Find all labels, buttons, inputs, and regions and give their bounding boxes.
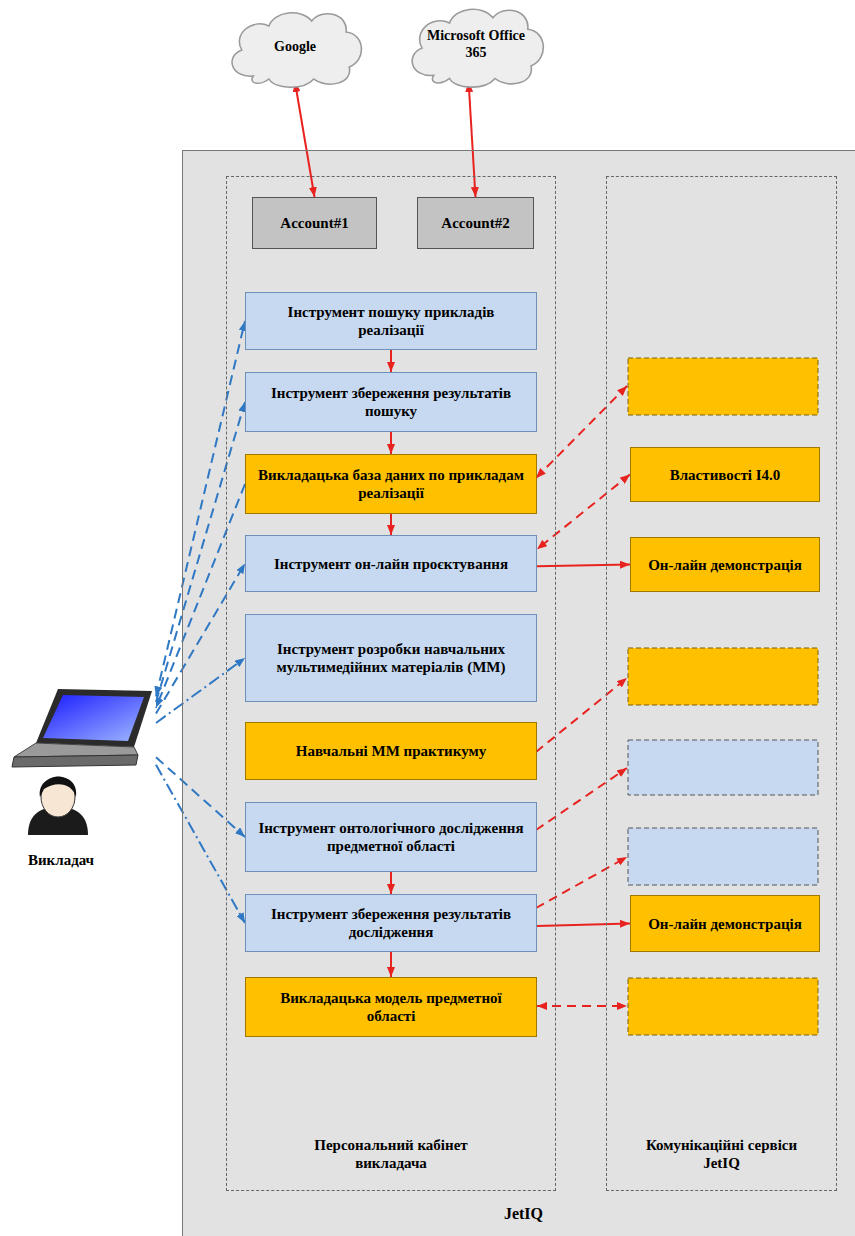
flow-arrow bbox=[537, 565, 630, 567]
box-label: Account#2 bbox=[441, 214, 509, 232]
flow-arrow bbox=[390, 430, 392, 454]
data-box: Викладацька база даних по прикладам реал… bbox=[245, 454, 537, 514]
box-label: Он-лайн демонстрація bbox=[648, 915, 802, 933]
dashed-link bbox=[537, 1005, 627, 1007]
laptop-screen bbox=[43, 695, 144, 741]
box-label: Інструмент он-лайн проєктування bbox=[274, 555, 508, 573]
flow-arrow bbox=[469, 82, 476, 197]
data-box: Викладацька модель предметної області bbox=[245, 977, 537, 1037]
region-label: Комунікаційні сервіси JetIQ bbox=[632, 1136, 812, 1172]
box-label: Навчальні ММ практикуму bbox=[296, 742, 486, 760]
user-link bbox=[156, 757, 245, 837]
empty-service-box bbox=[628, 358, 818, 415]
box-label: Google bbox=[274, 39, 316, 56]
box-label: Account#1 bbox=[280, 214, 348, 232]
cloud-service: Microsoft Office 365 bbox=[402, 0, 550, 90]
empty-service-box bbox=[628, 648, 818, 705]
user-link bbox=[156, 402, 245, 702]
tool-box: Інструмент пошуку прикладів реалізації bbox=[245, 292, 537, 350]
data-box: Он-лайн демонстрація bbox=[630, 537, 820, 592]
box-label: Он-лайн демонстрація bbox=[648, 556, 802, 574]
box-label: Властивості I4.0 bbox=[670, 466, 781, 484]
data-box: Навчальні ММ практикуму bbox=[245, 722, 537, 780]
box-label: Інструмент онтологічного дослідження пре… bbox=[254, 819, 528, 855]
flow-arrow bbox=[537, 924, 630, 926]
user-link bbox=[156, 658, 245, 723]
flow-arrow bbox=[390, 950, 392, 977]
dashed-link bbox=[536, 857, 627, 908]
laptop-base bbox=[12, 755, 138, 767]
box-label: Microsoft Office 365 bbox=[420, 28, 532, 62]
actor-figure: Викладач bbox=[6, 685, 156, 875]
box-label: Інструмент збереження результатів дослід… bbox=[254, 905, 528, 941]
tool-box: Інструмент он-лайн проєктування bbox=[245, 535, 537, 592]
section-region: Комунікаційні сервіси JetIQ Властивості I… bbox=[606, 176, 837, 1191]
dashed-link bbox=[536, 386, 627, 478]
account-box: Account#1 bbox=[252, 197, 377, 249]
box-label: Інструмент збереження результатів пошуку bbox=[254, 384, 528, 420]
flow-arrow bbox=[390, 348, 392, 372]
cloud-service: Google bbox=[222, 4, 368, 90]
tool-box: Інструмент онтологічного дослідження пре… bbox=[245, 802, 537, 872]
flow-arrow bbox=[537, 475, 630, 550]
flow-arrow bbox=[295, 82, 315, 197]
dashed-link bbox=[536, 768, 627, 830]
flow-arrow bbox=[390, 512, 392, 535]
tool-box: Інструмент збереження результатів дослід… bbox=[245, 894, 537, 952]
data-box: Он-лайн демонстрація bbox=[630, 895, 820, 952]
box-label: Викладацька модель предметної області bbox=[254, 989, 528, 1025]
box-label: Викладацька база даних по прикладам реал… bbox=[254, 466, 528, 502]
section-region: Персональний кабінет викладача Account#1 A… bbox=[226, 176, 556, 1191]
laptop-lid bbox=[36, 689, 152, 747]
box-label: Викладач bbox=[28, 851, 94, 869]
flow-arrow bbox=[390, 870, 392, 894]
tool-box: Інструмент збереження результатів пошуку bbox=[245, 372, 537, 432]
panel-fill bbox=[182, 150, 855, 1236]
region-label: Персональний кабінет викладача bbox=[291, 1136, 491, 1172]
user-link bbox=[156, 765, 245, 923]
empty-service-box bbox=[628, 740, 818, 795]
user-link bbox=[156, 484, 245, 708]
cloud-outline bbox=[232, 13, 361, 87]
data-box: Властивості I4.0 bbox=[630, 447, 820, 502]
person-hair bbox=[40, 777, 77, 797]
region-label: JetIQ bbox=[504, 1204, 543, 1223]
tool-box: Інструмент розробки навчальних мультимед… bbox=[245, 614, 537, 702]
platform-panel: JetIQ Персональний кабінет викладача Accou… bbox=[182, 150, 855, 1236]
dashed-link bbox=[536, 678, 627, 752]
box-label: Інструмент пошуку прикладів реалізації bbox=[254, 303, 528, 339]
empty-service-box bbox=[628, 828, 818, 885]
cloud-outline bbox=[412, 9, 543, 87]
box-label: Інструмент розробки навчальних мультимед… bbox=[254, 640, 528, 676]
account-box: Account#2 bbox=[417, 197, 534, 249]
empty-service-box bbox=[628, 978, 818, 1035]
teacher-illustration bbox=[6, 685, 156, 850]
